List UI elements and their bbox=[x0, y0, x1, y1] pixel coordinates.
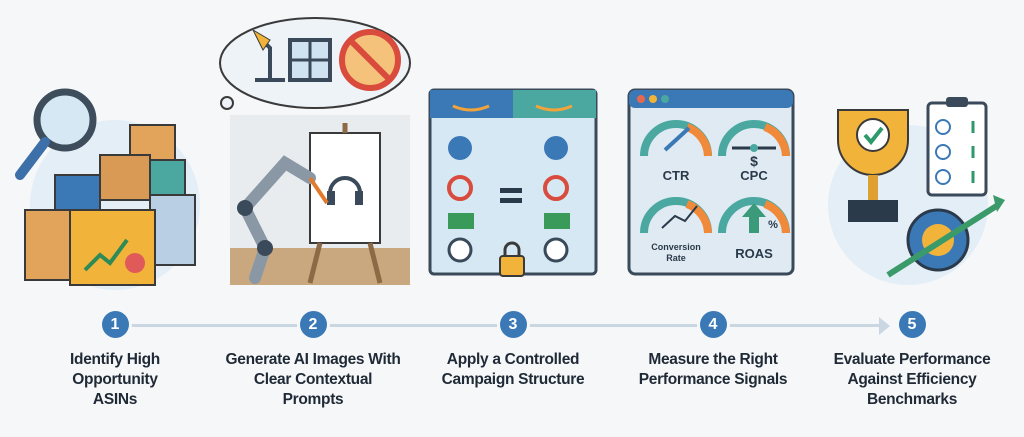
step-number: 5 bbox=[898, 311, 926, 338]
step-2: 2 Generate AI Images With Clear Contextu… bbox=[218, 311, 408, 410]
step-number: 4 bbox=[699, 311, 727, 338]
metric-roas: ROAS bbox=[735, 246, 773, 261]
performance-dashboard-icon: $ % CTR CPC Conversion Rate ROAS bbox=[627, 88, 795, 276]
ai-robot-easel-icon bbox=[219, 17, 411, 285]
step-number: 2 bbox=[299, 311, 327, 338]
roas-percent-symbol: % bbox=[768, 219, 778, 231]
step-1: 1 Identify High Opportunity ASINs bbox=[20, 311, 210, 410]
timeline-line bbox=[113, 324, 883, 327]
timeline-arrow-icon bbox=[879, 317, 890, 335]
metric-conversion-rate-line2: Rate bbox=[666, 253, 686, 263]
step-4: 4 Measure the Right Performance Signals bbox=[618, 311, 808, 390]
step-number: 3 bbox=[499, 311, 527, 338]
step-label: Measure the Right Performance Signals bbox=[638, 351, 788, 388]
metric-cpc: CPC bbox=[740, 168, 768, 183]
trophy-benchmark-icon bbox=[828, 97, 1005, 285]
metric-conversion-rate-line1: Conversion bbox=[651, 242, 701, 252]
step-label: Apply a Controlled Campaign Structure bbox=[441, 351, 585, 388]
cpc-dollar-symbol: $ bbox=[750, 153, 758, 169]
step-label: Evaluate Performance Against Efficiency … bbox=[833, 351, 991, 408]
step-5: 5 Evaluate Performance Against Efficienc… bbox=[817, 311, 1007, 410]
step-label: Generate AI Images With Clear Contextual… bbox=[225, 351, 401, 408]
boxes-magnifier-icon bbox=[15, 88, 200, 290]
split-campaign-window-icon bbox=[428, 88, 598, 277]
step-number: 1 bbox=[101, 311, 129, 338]
metric-ctr: CTR bbox=[663, 168, 690, 183]
step-label: Identify High Opportunity ASINs bbox=[70, 351, 160, 408]
step-3: 3 Apply a Controlled Campaign Structure bbox=[418, 311, 608, 390]
